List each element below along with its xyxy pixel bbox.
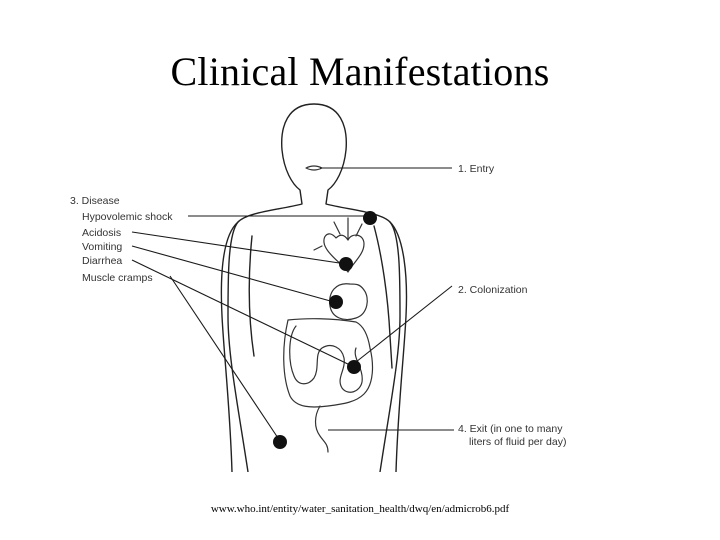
right-arm-inner-line [373,225,393,369]
label-exit-line1: 4. Exit (in one to many [458,423,563,435]
label-disease: 3. Disease [70,195,120,207]
body-diagram: 1. Entry 3. Disease 2. Colonization 4. E… [52,86,612,472]
leader-diarrhea [131,259,353,367]
label-acidosis: Acidosis [82,227,121,239]
left-arm-inner-line [248,235,255,357]
leader-muscle-cramps [169,275,279,439]
dot-hypovolemic-shock [363,211,377,225]
stomach [329,283,368,321]
rectum [314,405,329,453]
label-muscle-cramps: Muscle cramps [82,272,153,284]
label-hypovolemic-shock: Hypovolemic shock [82,211,173,223]
label-exit-line2: liters of fluid per day) [469,436,566,448]
body-diagram-svg: 1. Entry 3. Disease 2. Colonization 4. E… [70,103,566,472]
small-intestine [289,325,363,393]
label-entry: 1. Entry [458,163,495,175]
mouth [305,165,323,171]
leader-colonization [355,285,453,363]
large-intestine [283,318,374,408]
body-silhouette [227,103,401,472]
leader-acidosis [131,231,347,265]
source-citation: www.who.int/entity/water_sanitation_heal… [210,503,510,515]
title-mask [140,86,580,100]
dot-diarrhea [347,360,361,374]
heart [323,233,365,273]
right-arm-outline [389,221,408,472]
leader-vomiting [131,245,335,303]
dot-muscle-cramps [273,435,287,449]
dot-vomiting [329,295,343,309]
left-arm-outline [220,221,239,472]
dot-acidosis [339,257,353,271]
label-diarrhea: Diarrhea [82,255,122,267]
vessels [313,217,363,251]
label-vomiting: Vomiting [82,241,122,253]
label-colonization: 2. Colonization [458,284,528,296]
